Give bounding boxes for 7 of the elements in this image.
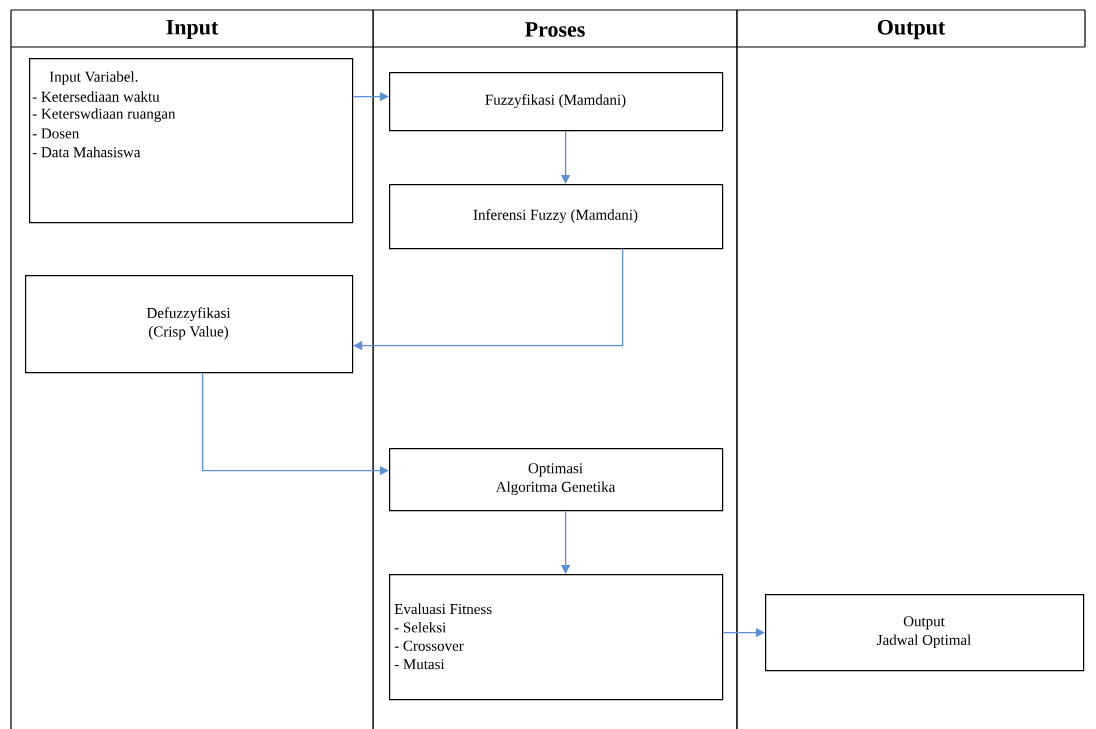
- process-box: Fuzzyfikasi (Mamdani): [389, 72, 724, 132]
- process-box: Defuzzyfikasi (Crisp Value): [25, 275, 354, 374]
- process-box: Evaluasi Fitness - Seleksi - Crossover - Mutasi: [389, 574, 724, 701]
- process-box: Inferensi Fuzzy (Mamdani): [389, 184, 724, 250]
- process-box: Input Variabel. - Ketersediaan waktu - Keterswdiaan ruangan - Dosen - Data Mahasiswa: [29, 58, 354, 224]
- process-box: Optimasi Algoritma Genetika: [389, 448, 724, 512]
- process-box: Output Jadwal Optimal: [765, 594, 1085, 672]
